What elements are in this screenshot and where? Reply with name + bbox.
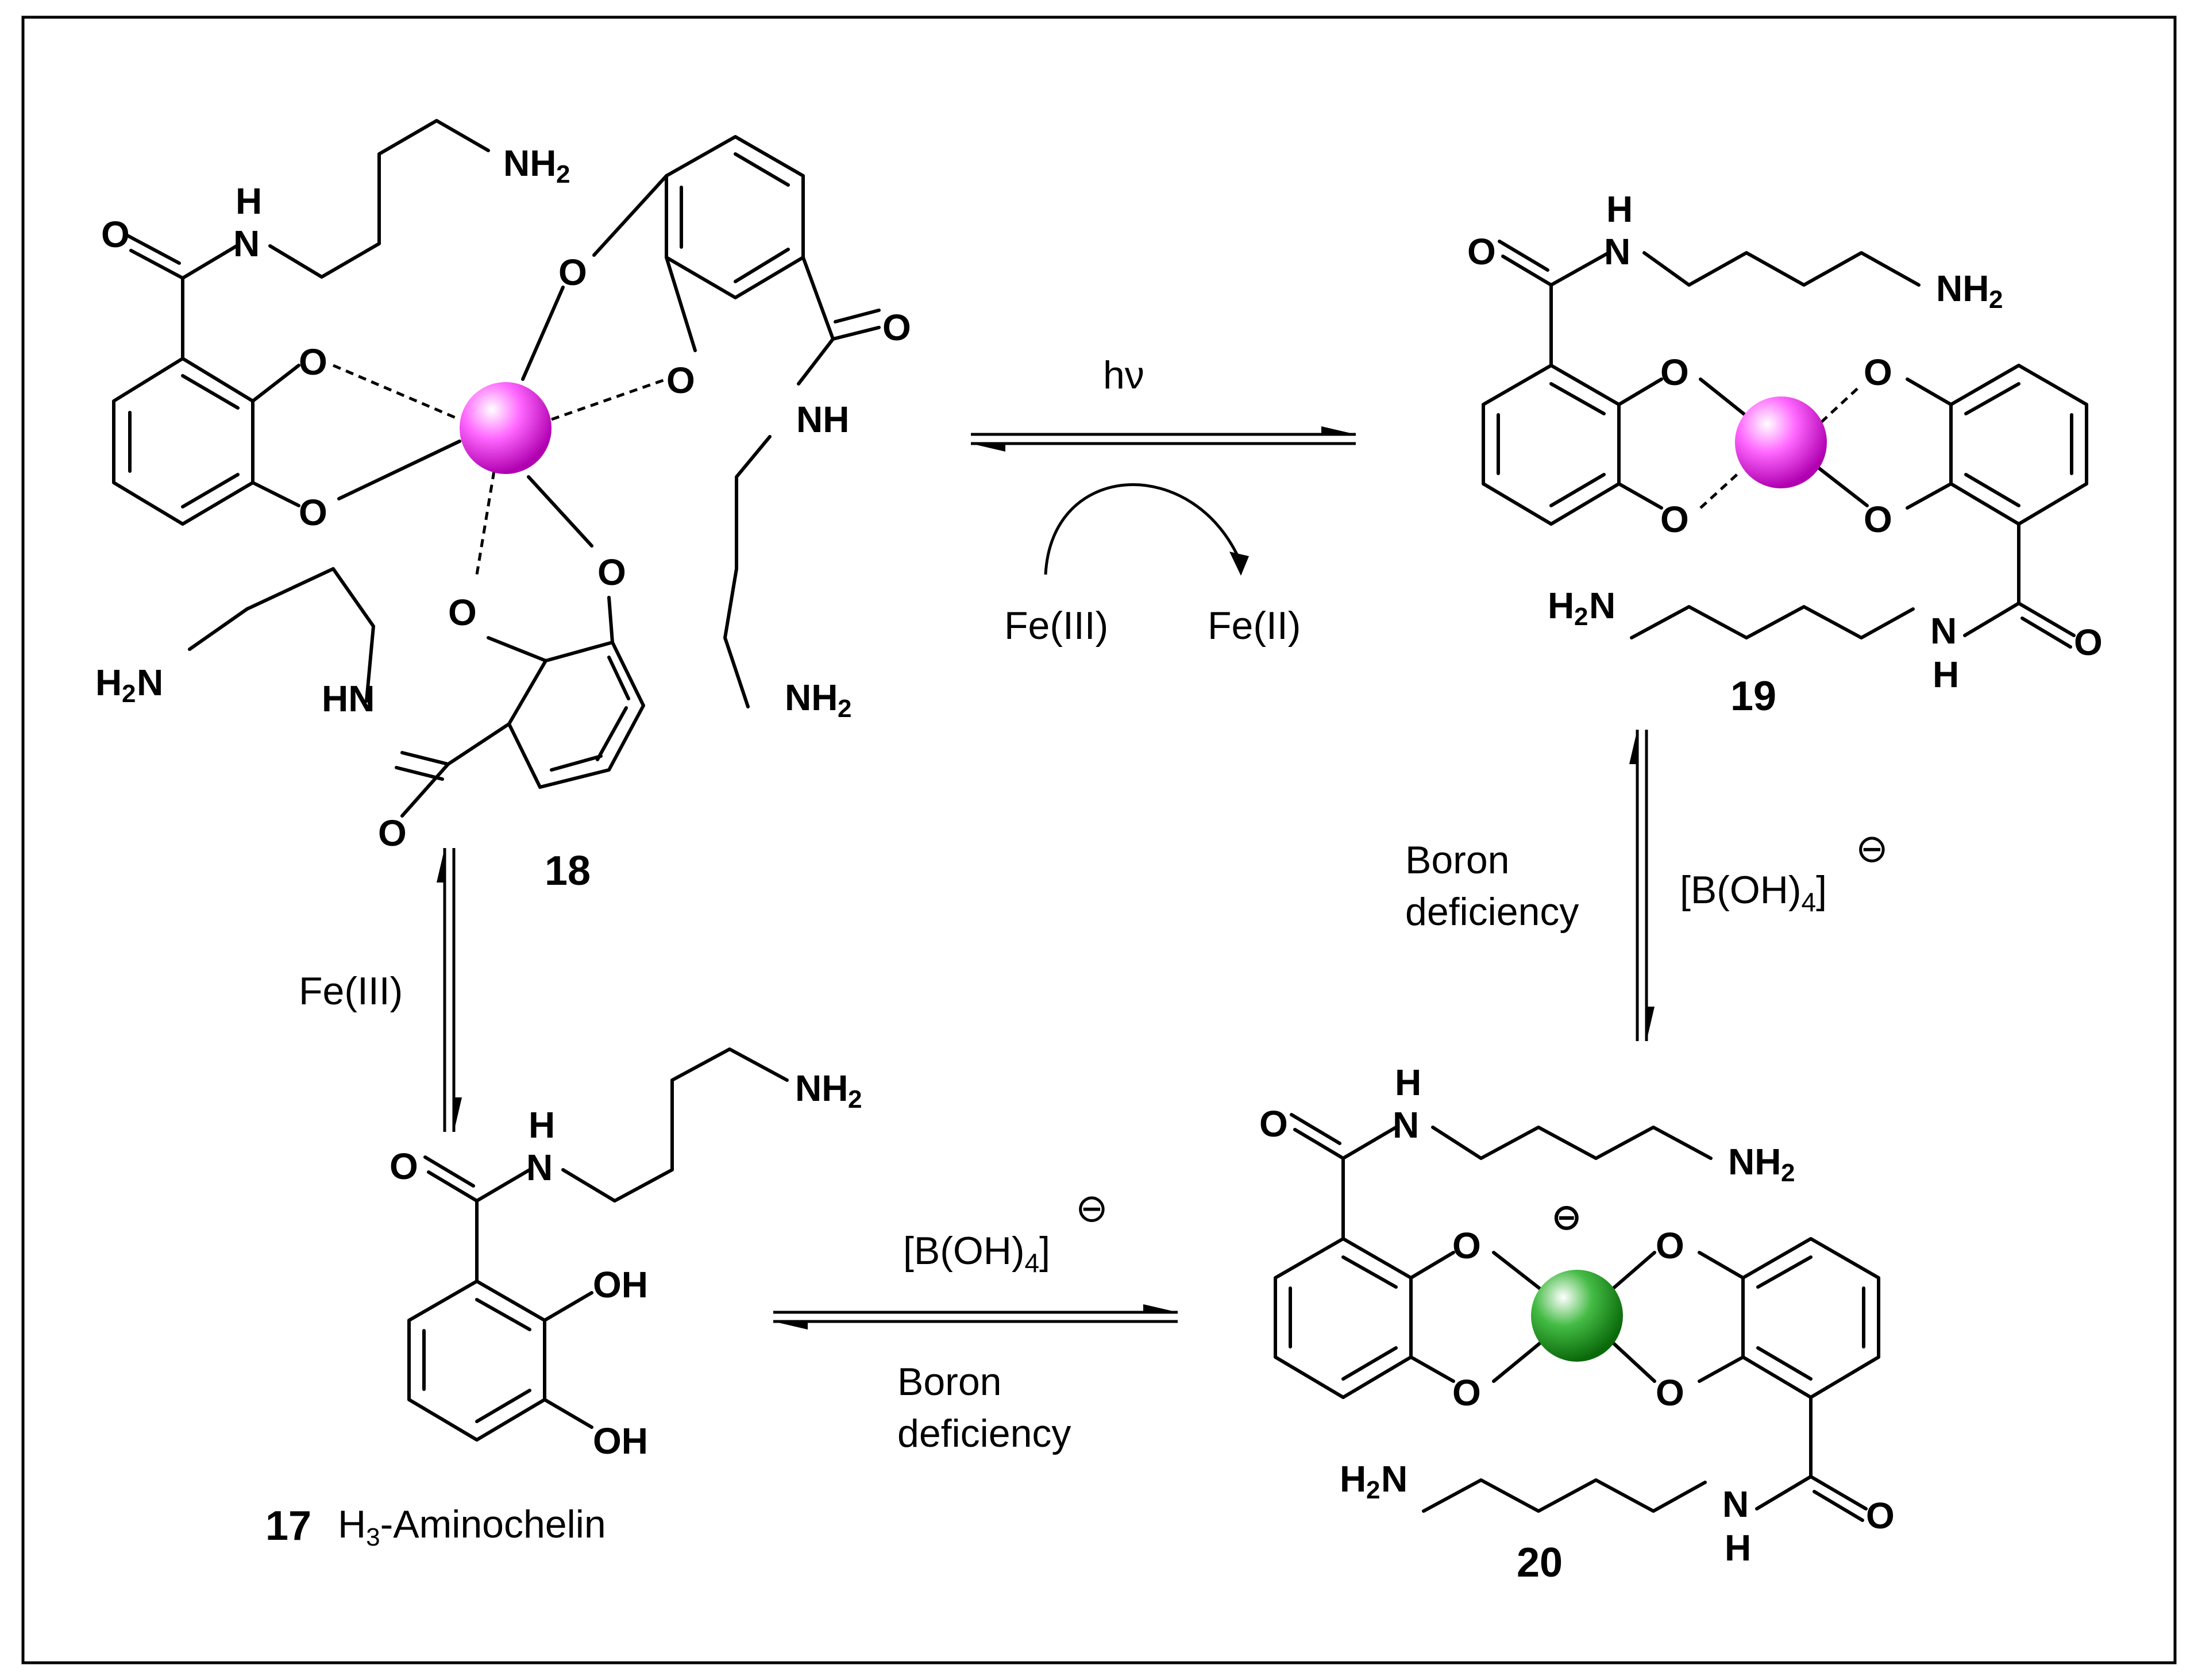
svg-text:NH: NH — [1728, 1141, 1781, 1182]
svg-text:2: 2 — [1989, 286, 2003, 314]
svg-text:H: H — [1340, 1458, 1366, 1500]
equilibrium-arrow-bottom: [B(OH)4] ⊖ Boron deficiency — [773, 1186, 1178, 1455]
equilibrium-arrow-right: Boron deficiency [B(OH)4] ⊖ — [1405, 730, 1888, 1041]
svg-text:O: O — [882, 307, 911, 348]
compound-18 — [112, 119, 881, 818]
svg-text:2: 2 — [1781, 1159, 1795, 1187]
svg-text:HN: HN — [322, 678, 375, 719]
equilibrium-arrow-left: Fe(III) — [299, 848, 462, 1132]
label-17: 17 — [265, 1503, 311, 1549]
svg-text:N: N — [1381, 1458, 1408, 1500]
svg-text:O: O — [666, 360, 695, 401]
borate-charge-right: ⊖ — [1856, 827, 1888, 870]
compound-19 — [1482, 240, 2088, 649]
svg-text:H: H — [1606, 188, 1633, 230]
svg-text:H: H — [236, 180, 262, 222]
svg-text:N: N — [1589, 585, 1615, 626]
svg-text:OH: OH — [593, 1420, 648, 1462]
compound-17-atoms: O H N NH 2 OH OH 17 H3-Aminochelin — [265, 1068, 862, 1551]
fe3-left-condition: Fe(III) — [299, 969, 403, 1013]
svg-text:O: O — [1259, 1103, 1288, 1145]
compound-18-atoms: O H N NH 2 O O O O O NH O O HN H 2 N NH … — [95, 142, 911, 894]
compound-17 — [407, 1047, 789, 1442]
figure-border — [21, 16, 2177, 1664]
svg-text:N: N — [1393, 1104, 1419, 1146]
svg-text:2: 2 — [1366, 1476, 1380, 1504]
svg-text:2: 2 — [838, 695, 851, 723]
svg-text:O: O — [378, 812, 407, 854]
svg-text:O: O — [558, 252, 587, 293]
svg-text:O: O — [1656, 1225, 1684, 1266]
svg-text:2: 2 — [1574, 603, 1588, 631]
svg-text:[B(OH)4]: [B(OH)4] — [903, 1229, 1050, 1278]
svg-text:NH: NH — [503, 142, 556, 184]
fe2-product: Fe(II) — [1208, 604, 1301, 648]
label-18: 18 — [545, 848, 591, 894]
svg-text:2: 2 — [848, 1085, 862, 1113]
svg-text:H: H — [1933, 654, 1959, 695]
svg-text:N: N — [1930, 610, 1957, 652]
iron-atom-18 — [460, 382, 552, 474]
svg-text:O: O — [1866, 1495, 1895, 1536]
svg-text:O: O — [1452, 1372, 1481, 1413]
svg-text:deficiency: deficiency — [897, 1412, 1071, 1455]
compound-20-atoms: O H N NH 2 O O O O ⊖ O N H H 2 N 20 — [1259, 1062, 1895, 1586]
svg-text:NH: NH — [785, 677, 838, 718]
svg-text:H: H — [1548, 585, 1574, 626]
svg-text:O: O — [448, 592, 477, 633]
svg-text:NH: NH — [1936, 268, 1989, 309]
charge-20: ⊖ — [1551, 1196, 1582, 1238]
svg-text:2: 2 — [122, 680, 136, 708]
label-20: 20 — [1517, 1540, 1563, 1586]
svg-text:H: H — [95, 662, 122, 703]
svg-text:NH: NH — [796, 399, 849, 440]
svg-text:O: O — [2074, 622, 2103, 663]
svg-text:2: 2 — [556, 160, 570, 188]
svg-text:OH: OH — [593, 1264, 648, 1305]
svg-text:N: N — [1604, 231, 1630, 272]
svg-text:N: N — [1722, 1484, 1749, 1525]
light-condition: hν — [1103, 353, 1144, 397]
svg-text:O: O — [1660, 499, 1689, 540]
iron-atom-19 — [1735, 396, 1827, 488]
svg-text:O: O — [390, 1146, 418, 1187]
equilibrium-arrow-top: hν Fe(III) Fe(II) — [971, 353, 1356, 648]
compound-19-atoms: O H N NH 2 O O O O O N H H 2 N 19 — [1467, 188, 2103, 719]
svg-text:N: N — [137, 662, 163, 703]
svg-text:O: O — [597, 552, 626, 593]
svg-text:Boron: Boron — [897, 1360, 1001, 1404]
svg-text:O: O — [1467, 231, 1496, 272]
fe3-reagent: Fe(III) — [1004, 604, 1108, 648]
svg-text:N: N — [526, 1147, 553, 1188]
svg-text:O: O — [1864, 499, 1892, 540]
svg-text:[B(OH)4]: [B(OH)4] — [1680, 868, 1827, 917]
svg-text:O: O — [1656, 1372, 1684, 1413]
compound-20 — [1274, 1113, 1880, 1522]
svg-text:O: O — [101, 214, 130, 255]
svg-text:H: H — [1395, 1062, 1421, 1103]
boron-atom-20 — [1531, 1270, 1623, 1362]
svg-text:deficiency: deficiency — [1405, 890, 1579, 934]
label-19: 19 — [1730, 673, 1776, 719]
svg-text:N: N — [233, 223, 260, 264]
svg-text:O: O — [1452, 1225, 1481, 1266]
borate-charge-bottom: ⊖ — [1075, 1186, 1108, 1230]
svg-text:O: O — [1660, 352, 1689, 393]
svg-text:O: O — [1864, 352, 1892, 393]
name-17: H3-Aminochelin — [338, 1502, 606, 1551]
svg-text:O: O — [299, 492, 327, 533]
svg-text:Boron: Boron — [1405, 838, 1509, 882]
svg-text:O: O — [299, 341, 327, 383]
svg-text:H: H — [1725, 1527, 1751, 1569]
svg-text:NH: NH — [795, 1068, 848, 1109]
svg-text:H: H — [529, 1104, 555, 1146]
